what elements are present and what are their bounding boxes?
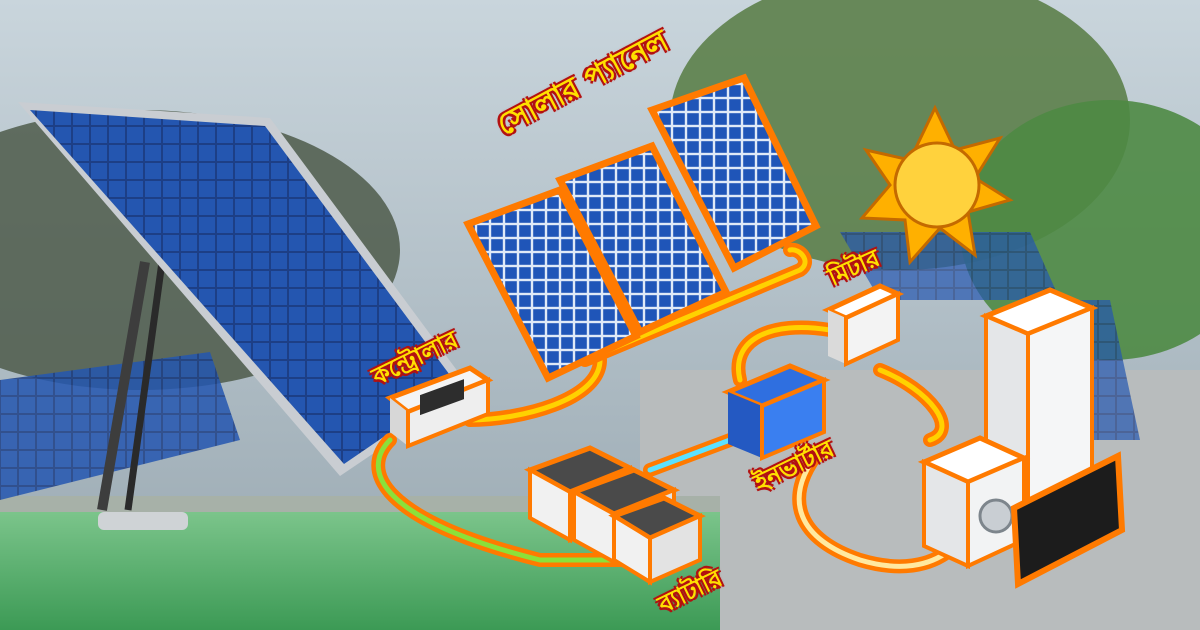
panel-stand-left — [97, 261, 150, 511]
bg-panel-right-1 — [840, 232, 1060, 300]
cables — [371, 242, 957, 574]
washer-icon — [917, 435, 1031, 570]
tv-icon — [1010, 451, 1126, 589]
battery-3 — [608, 495, 706, 586]
cable-meter-to-appliances-inner — [877, 367, 945, 443]
cable-inverter-to-appliances-inner — [796, 447, 953, 569]
inverter-icon — [721, 363, 831, 462]
panel-mount-box — [98, 512, 188, 530]
controller-icon — [384, 365, 494, 449]
cable-panels-bus-inner — [582, 247, 808, 363]
cable-controller-to-battery-inner — [375, 437, 623, 563]
iso-panel-3 — [647, 73, 821, 273]
panel-stand-right — [124, 261, 166, 511]
main-solar-panel-cells — [30, 110, 458, 464]
cable-battery-to-inverter-inner — [647, 437, 733, 473]
iso-panel-2 — [555, 141, 731, 337]
sun-icon — [858, 104, 1014, 266]
cable-panel-to-controller-inner — [467, 357, 603, 423]
battery-icon — [523, 445, 706, 586]
iso-panel-1 — [463, 185, 641, 383]
meter-icon — [821, 283, 905, 368]
solar-panel-icon — [463, 73, 821, 383]
cable-inverter-to-meter-inner — [736, 324, 833, 383]
